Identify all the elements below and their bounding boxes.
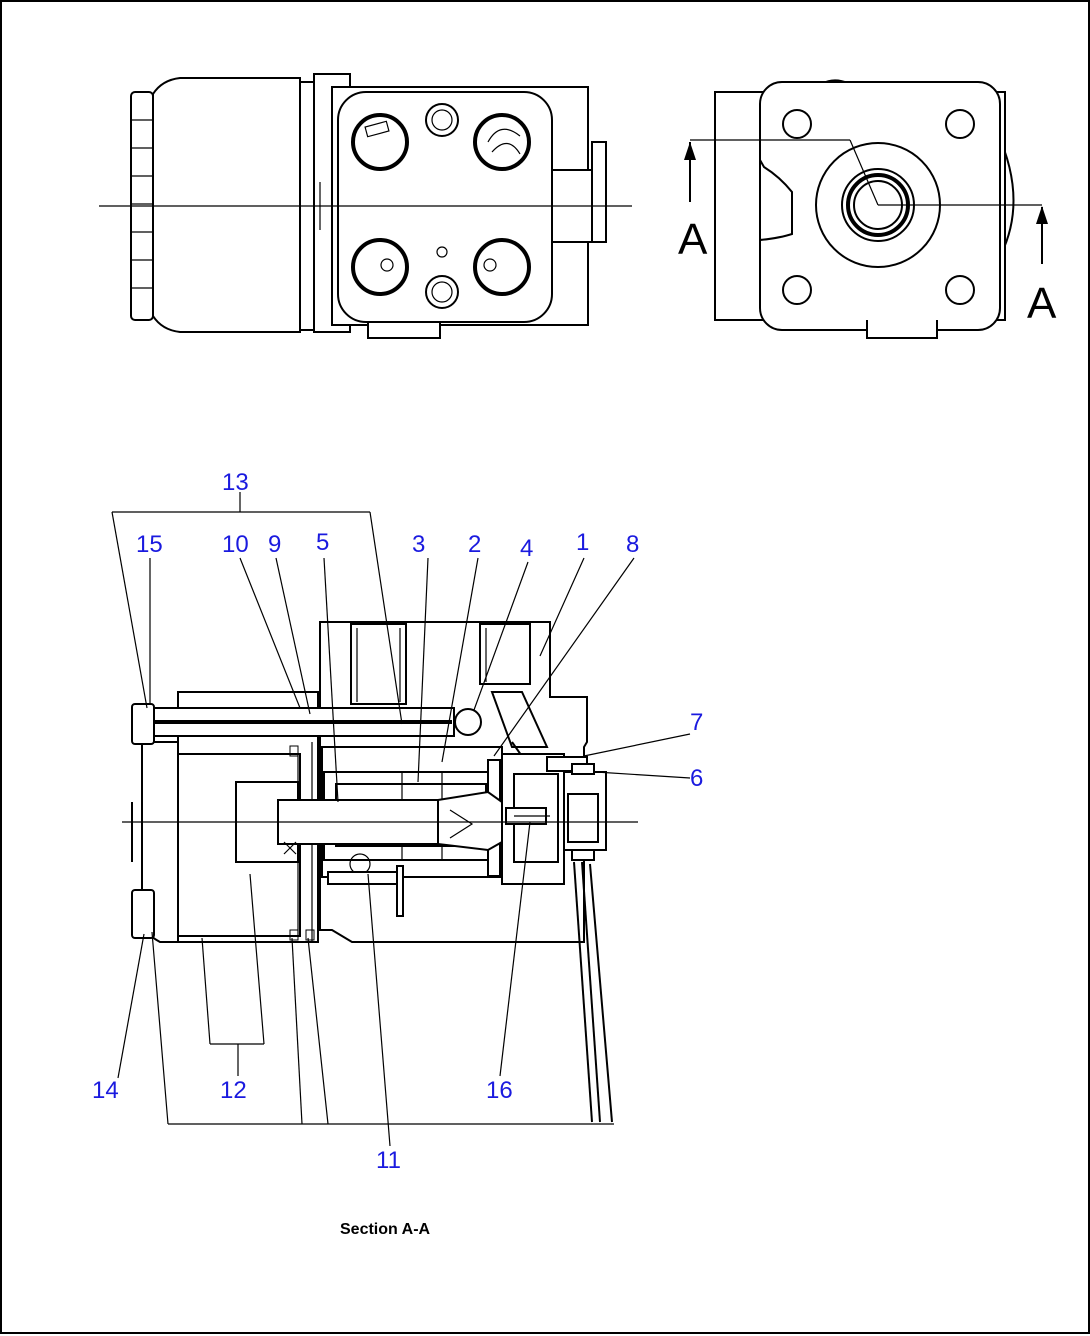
section-label-a-left: A — [678, 215, 708, 264]
callout-6: 6 — [690, 765, 703, 792]
section-caption: Section A-A — [340, 1221, 431, 1238]
callout-5: 5 — [316, 529, 329, 556]
callouts: 13 15 10 9 5 3 2 4 1 8 7 6 14 12 16 11 — [92, 469, 703, 1174]
callout-12: 12 — [220, 1077, 247, 1104]
callout-7: 7 — [690, 709, 703, 736]
callout-14: 14 — [92, 1077, 119, 1104]
callout-8: 8 — [626, 531, 639, 558]
callout-13: 13 — [222, 469, 249, 496]
callout-2: 2 — [468, 531, 481, 558]
callout-10: 10 — [222, 531, 249, 558]
callout-4: 4 — [520, 535, 533, 562]
section-view — [122, 621, 638, 1123]
callout-3: 3 — [412, 531, 425, 558]
callout-16: 16 — [486, 1077, 513, 1104]
callout-1: 1 — [576, 529, 589, 556]
callout-15: 15 — [136, 531, 163, 558]
callout-9: 9 — [268, 531, 281, 558]
end-view — [684, 79, 1048, 339]
section-label-a-right: A — [1027, 279, 1057, 328]
leader-lines — [111, 492, 691, 1147]
callout-11: 11 — [376, 1147, 401, 1174]
side-view — [99, 73, 632, 339]
